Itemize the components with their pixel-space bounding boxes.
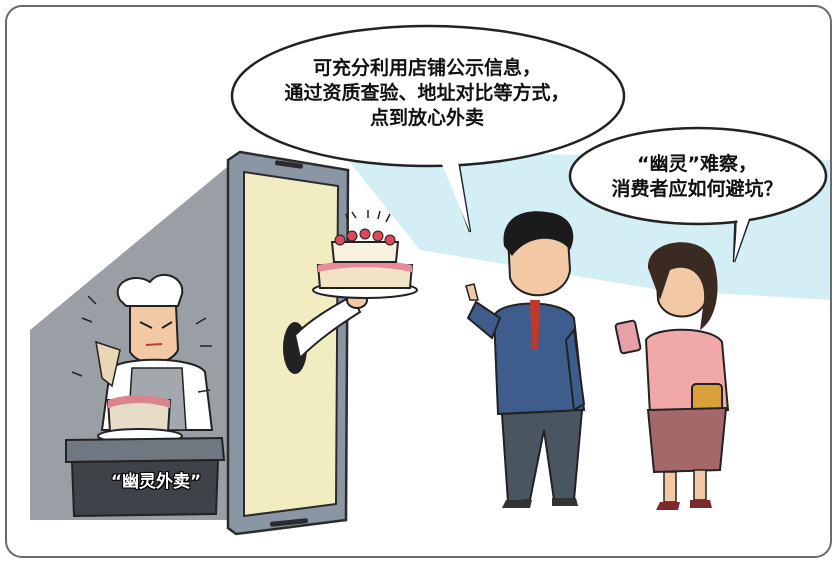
woman-with-phone [614,242,730,510]
advice-line-3: 点到放心外卖 [369,107,484,129]
ghost-takeout-sign: “幽灵外卖” [110,472,202,492]
chef-figure [71,273,214,444]
advice-line-2: 通过资质查验、地址对比等方式， [284,82,570,104]
advice-line-1: 可充分利用店铺公示信息， [312,57,541,79]
phone-home-bar [270,518,309,527]
speech-bubble-question [568,126,828,263]
phone-speaker [274,160,303,169]
hand-with-cake [283,210,418,374]
fly-marks [71,295,212,393]
piping-bag [95,340,121,388]
question-line-1: “幽灵”难察， [637,153,757,175]
question-text: “幽灵”难察， 消费者应如何避坑？ [592,152,802,202]
chef-hat [116,273,184,307]
advice-text: 可充分利用店铺公示信息， 通过资质查验、地址对比等方式， 点到放心外卖 [262,56,592,131]
food-stall [65,436,226,518]
question-line-2: 消费者应如何避坑？ [611,178,783,200]
speech-bubble-advice [230,24,626,233]
phone-in-hand [614,319,642,355]
man-in-suit [465,211,586,508]
